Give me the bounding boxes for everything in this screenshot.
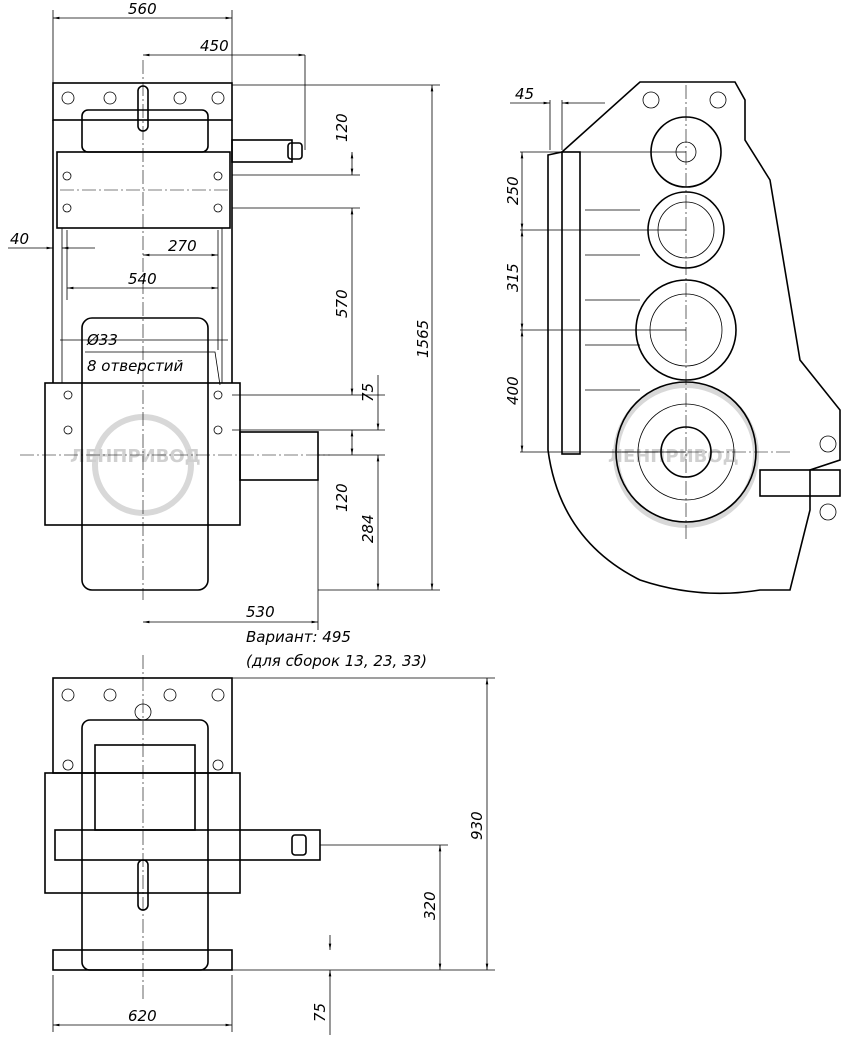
dim-40: 40	[10, 230, 29, 248]
hole-count: 8 отверстий	[87, 357, 184, 375]
dim-450: 450	[200, 37, 229, 55]
dim-45: 45	[515, 85, 534, 103]
dim-120-shaft: 120	[333, 483, 351, 512]
dim-560: 560	[128, 0, 157, 18]
front-view: 560 450 120 40 270 540 570 1565 Ø33 8 от…	[8, 0, 440, 670]
dim-620: 620	[128, 1007, 157, 1025]
dim-75: 75	[359, 383, 377, 402]
dim-930: 930	[468, 811, 486, 840]
top-view: 930 320 620 75	[44, 655, 495, 1035]
dim-530: 530	[246, 603, 275, 621]
dim-284: 284	[359, 514, 377, 543]
svg-text:ЛЕНПРИВОД: ЛЕНПРИВОД	[608, 446, 739, 467]
dim-320: 320	[421, 891, 439, 920]
dim-250: 250	[504, 176, 522, 205]
hole-diameter: Ø33	[86, 331, 118, 349]
dim-570: 570	[333, 289, 351, 318]
svg-text:ЛЕНПРИВОД: ЛЕНПРИВОД	[70, 446, 201, 467]
dim-400: 400	[504, 376, 522, 405]
side-view: 45 250 315 400	[504, 81, 841, 595]
dim-120-top: 120	[333, 113, 351, 142]
watermark-logo: ЛЕНПРИВОД ЛЕНПРИВОД	[70, 382, 759, 528]
dim-1565: 1565	[414, 320, 432, 358]
variant-note: (для сборок 13, 23, 33)	[246, 652, 427, 670]
variant-label: Вариант: 495	[246, 628, 351, 646]
dim-315: 315	[504, 263, 522, 292]
dim-270: 270	[168, 237, 197, 255]
dim-540: 540	[128, 270, 157, 288]
dim-75-base: 75	[311, 1003, 329, 1022]
